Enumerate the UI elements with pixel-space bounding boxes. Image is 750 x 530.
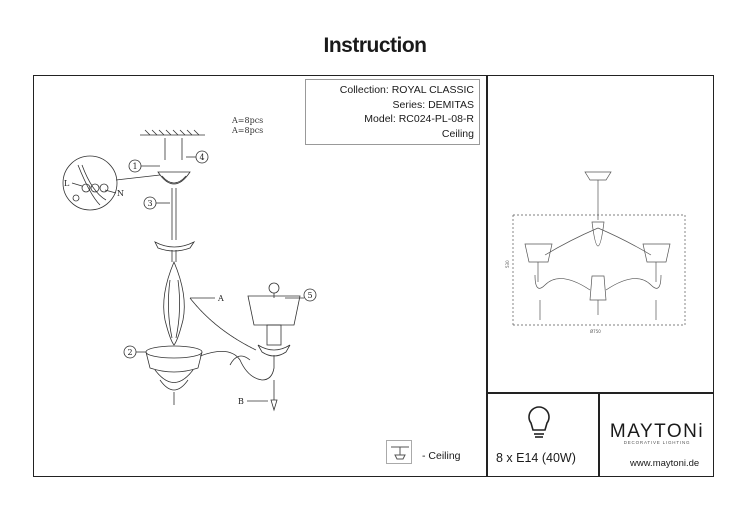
ceiling-hatch [140, 129, 205, 136]
model-text: Model: RC024-PL-08-R [364, 113, 474, 125]
step-2-label: 2 [127, 348, 132, 357]
part-b-label: B [238, 397, 244, 406]
website-text: www.maytoni.de [630, 458, 700, 469]
series-text: Series: DEMITAS [392, 98, 475, 111]
product-info-box: Collection: ROYAL CLASSIC Series: DEMITA… [305, 79, 480, 145]
step-3-label: 3 [147, 199, 152, 208]
divider-footer [598, 392, 600, 477]
height-dimension: 530 [505, 260, 510, 268]
divider-vertical [486, 75, 488, 477]
quantity-line-2: A=8pcs [232, 126, 264, 135]
step-5-label: 5 [307, 291, 312, 300]
part-a-label: A [217, 294, 224, 303]
ceiling-legend-label: - Ceiling [422, 450, 461, 462]
wire-l-label: L [64, 179, 70, 188]
wiring-detail-circle [62, 155, 118, 211]
vase-body [163, 260, 185, 346]
light-bulb-icon [528, 406, 550, 438]
quantity-note: A=8pcs A=8pcs [232, 116, 263, 136]
bulb [268, 282, 280, 294]
ceiling-mount-icon [386, 440, 412, 464]
width-dimension: Ø750 [590, 329, 601, 334]
quantity-line-1: A=8pcs [232, 116, 264, 125]
instruction-frame [33, 75, 714, 477]
page-title: Instruction [323, 34, 428, 57]
lamp-spec: 8 x E14 (40W) [496, 451, 576, 465]
canopy [157, 171, 191, 185]
step-4-label: 4 [199, 153, 204, 162]
product-overview-drawing [512, 171, 686, 326]
divider-horizontal [486, 392, 714, 394]
step-1-label: 1 [132, 162, 137, 171]
lamp-arm [199, 351, 275, 381]
lamp-shade [247, 295, 301, 326]
brand-logo: MAYTONi [609, 421, 705, 442]
mount-text: Ceiling [441, 127, 474, 140]
brand-tagline: DECORATIVE LIGHTING [623, 440, 691, 445]
collection-text: Collection: ROYAL CLASSIC [339, 84, 474, 96]
wire-n-label: N [117, 189, 124, 198]
